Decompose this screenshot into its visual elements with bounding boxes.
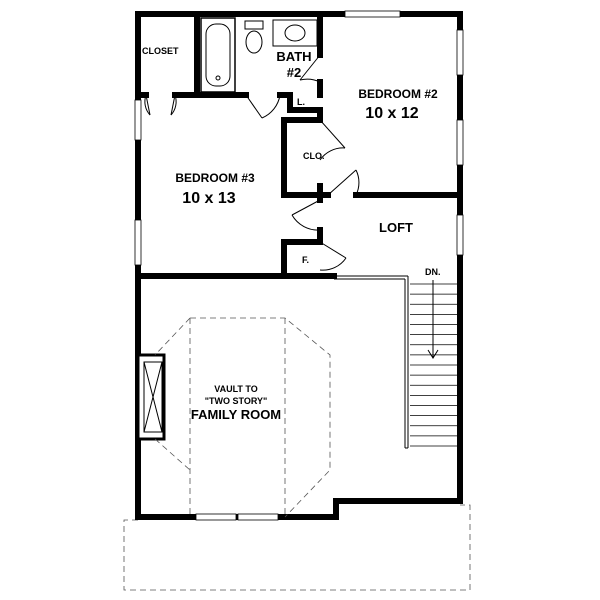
family-note-line2: "TWO STORY" — [205, 396, 268, 406]
clo-label: CLO. — [303, 151, 325, 161]
bath-label-line2: #2 — [287, 65, 301, 80]
bedroom2-label: BEDROOM #2 — [358, 87, 438, 101]
bathtub — [200, 17, 236, 93]
exterior-walls — [135, 11, 463, 520]
doors — [144, 54, 360, 271]
bedroom3-label: BEDROOM #3 — [175, 171, 255, 185]
vault-outline — [154, 317, 331, 518]
family-room-label: FAMILY ROOM — [191, 407, 281, 422]
bath-label-line1: BATH — [276, 49, 311, 64]
sink — [272, 19, 318, 47]
bedroom2-size: 10 x 12 — [365, 105, 418, 122]
fireplace — [136, 353, 166, 441]
furnace-label: F. — [302, 255, 309, 265]
stair-railing — [334, 275, 409, 449]
bedroom3-size: 10 x 13 — [182, 190, 235, 207]
stair-down-label: DN. — [425, 267, 441, 277]
stair-arrow — [427, 280, 439, 359]
interior-walls — [135, 11, 463, 279]
loft-label: LOFT — [379, 220, 413, 235]
family-note-line1: VAULT TO — [214, 384, 258, 394]
toilet — [244, 20, 264, 54]
linen-label: L. — [297, 97, 305, 107]
room-labels: CLOSET BATH #2 L. CLO. BEDROOM #2 10 x 1… — [142, 46, 441, 422]
closet-label: CLOSET — [142, 46, 179, 56]
windows — [134, 10, 464, 521]
